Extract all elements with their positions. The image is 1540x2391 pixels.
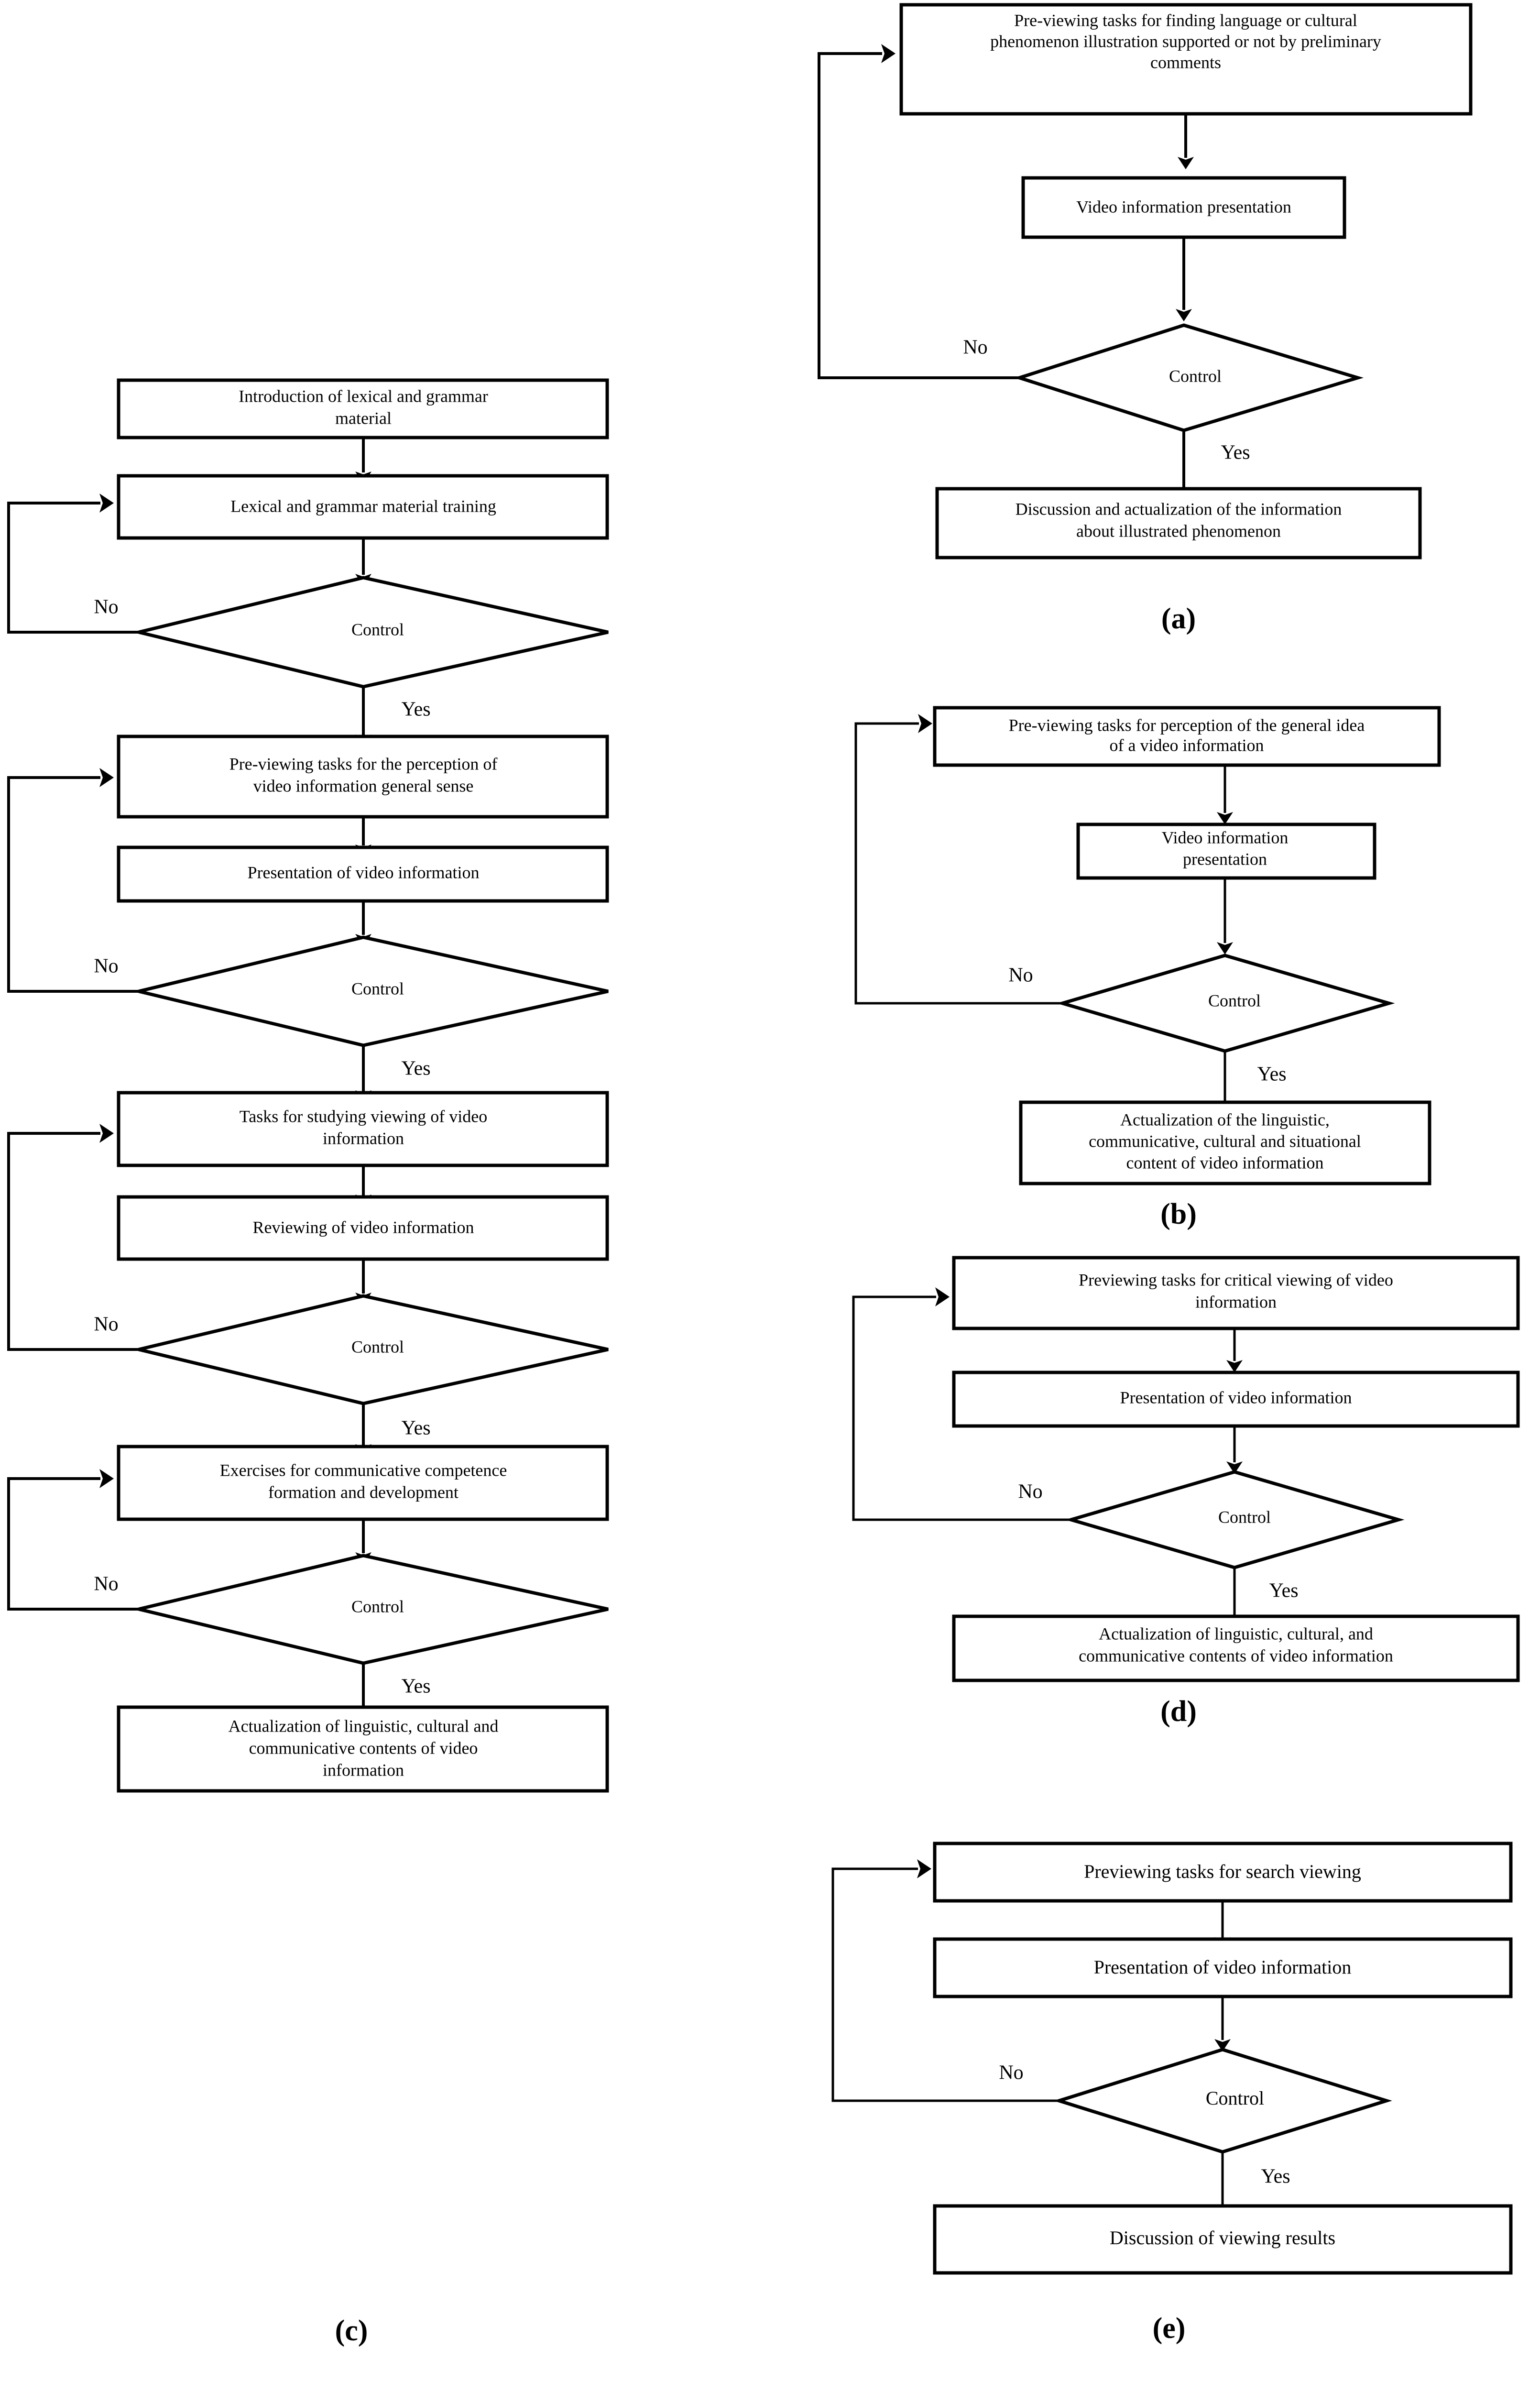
node-c10-line1: Exercises for communicative competence [220,1460,507,1480]
node-c6-label: Control [351,979,404,998]
node-d1-line2: information [1195,1292,1277,1311]
node-c7 [117,1091,609,1167]
node-b4-line2: communicative, cultural and situational [1089,1131,1361,1151]
node-d3-label: Control [1218,1507,1271,1526]
panel-caption-b: (b) [1160,1198,1197,1230]
node-c9-label: Control [351,1337,404,1356]
edge-label-b-no: No [1008,965,1033,987]
panel-caption-c: (c) [335,2314,368,2347]
node-b2-line1: Video information [1162,828,1289,847]
node-b4-line3: content of video information [1126,1153,1324,1172]
node-e1 [933,1842,1513,1903]
node-e4-line1: Discussion of viewing results [1110,2227,1335,2248]
edge-a3-a1-loop [818,44,1019,379]
edge-label-b-yes: Yes [1257,1064,1286,1086]
node-a4 [935,487,1422,559]
node-b4 [1019,1100,1431,1185]
node-a1-line1: Pre-viewing tasks for finding language o… [1014,11,1357,30]
node-b2-line2: presentation [1183,849,1267,868]
panel-caption-d: (d) [1160,1695,1197,1728]
edge-label-d-yes: Yes [1269,1580,1298,1602]
edge-label-c2-yes: Yes [401,1058,430,1080]
panel-c: Introduction of lexical and grammar mate… [7,378,609,2347]
node-c2-line1: Lexical and grammar material training [230,496,496,515]
node-b1-line1: Pre-viewing tasks for perception of the … [1009,715,1365,735]
node-c10 [117,1445,609,1521]
edge-label-a-no: No [963,337,987,359]
node-c11-label: Control [351,1597,404,1616]
edge-label-c4-yes: Yes [401,1676,430,1698]
node-c12-line2: communicative contents of video [249,1738,478,1757]
node-c4-line2: video information general sense [253,776,474,795]
node-a1-line2: phenomenon illustration supported or not… [990,32,1381,51]
edge-c9-c7-loop [7,1124,139,1351]
edge-c3-c2-loop [7,494,139,634]
node-e2 [933,1937,1513,1998]
panel-b: Pre-viewing tasks for perception of the … [854,706,1441,1230]
node-c7-line2: information [323,1129,404,1148]
node-c8-line1: Reviewing of video information [253,1217,474,1237]
node-c7-line1: Tasks for studying viewing of video [240,1107,487,1126]
node-c10-line2: formation and development [268,1482,459,1502]
node-b1-line2: of a video information [1110,735,1264,755]
node-e2-line1: Presentation of video information [1094,1956,1352,1978]
node-b3-label: Control [1208,991,1261,1010]
node-c12 [117,1705,609,1793]
node-c3-label: Control [351,620,404,639]
edge-label-d-no: No [1018,1481,1042,1503]
edge-e3-e1-loop [831,1859,1059,2102]
node-c4-line1: Pre-viewing tasks for the perception of [229,754,498,773]
node-d1 [952,1256,1520,1330]
node-c1-line1: Introduction of lexical and grammar [239,386,488,406]
node-d4-line2: communicative contents of video informat… [1079,1646,1393,1665]
edge-label-c3-yes: Yes [401,1417,430,1439]
node-c1 [117,378,609,439]
node-d2-line1: Presentation of video information [1120,1388,1352,1407]
node-d2 [952,1371,1520,1428]
node-b4-line1: Actualization of the linguistic, [1120,1110,1330,1129]
node-e4 [933,2204,1513,2275]
node-a1-line3: comments [1150,53,1221,72]
node-c12-line1: Actualization of linguistic, cultural an… [229,1716,499,1735]
edge-c11-c10-loop [7,1469,139,1611]
node-a1 [899,3,1473,116]
node-e1-line1: Previewing tasks for search viewing [1084,1861,1361,1882]
edge-c6-c4-loop [7,768,139,993]
panel-caption-a: (a) [1161,603,1196,635]
node-b1 [933,706,1441,767]
edge-label-c1-yes: Yes [401,699,430,721]
panel-d: Previewing tasks for critical viewing of… [852,1256,1520,1728]
node-c12-line3: information [323,1760,404,1779]
edge-label-a-yes: Yes [1221,442,1250,464]
node-a3-label: Control [1169,366,1222,385]
node-c4 [117,735,609,819]
edge-b3-b1-loop [854,714,1062,1005]
node-d1-line1: Previewing tasks for critical viewing of… [1079,1270,1393,1289]
panel-e: Previewing tasks for search viewing Pres… [831,1842,1513,2345]
node-d4-line1: Actualization of linguistic, cultural, a… [1099,1624,1373,1643]
edge-label-c3-no: No [94,1314,118,1336]
edge-label-c2-no: No [94,955,118,977]
panel-caption-e: (e) [1153,2312,1186,2345]
node-c5-line1: Presentation of video information [248,863,480,882]
edge-d3-d1-loop [852,1287,1071,1521]
edge-label-e-yes: Yes [1261,2166,1290,2188]
node-e3-label: Control [1206,2087,1264,2109]
node-a2-line1: Video information presentation [1076,197,1291,216]
node-b2 [1076,823,1376,880]
node-d4 [952,1614,1520,1682]
edge-label-e-no: No [999,2062,1023,2084]
panel-a: Pre-viewing tasks for finding language o… [818,3,1473,635]
edge-label-c1-no: No [94,596,118,618]
node-a4-line2: about illustrated phenomenon [1076,521,1281,540]
edge-label-c4-no: No [94,1573,118,1595]
node-a4-line1: Discussion and actualization of the info… [1016,499,1342,518]
node-c1-line2: material [335,408,392,428]
